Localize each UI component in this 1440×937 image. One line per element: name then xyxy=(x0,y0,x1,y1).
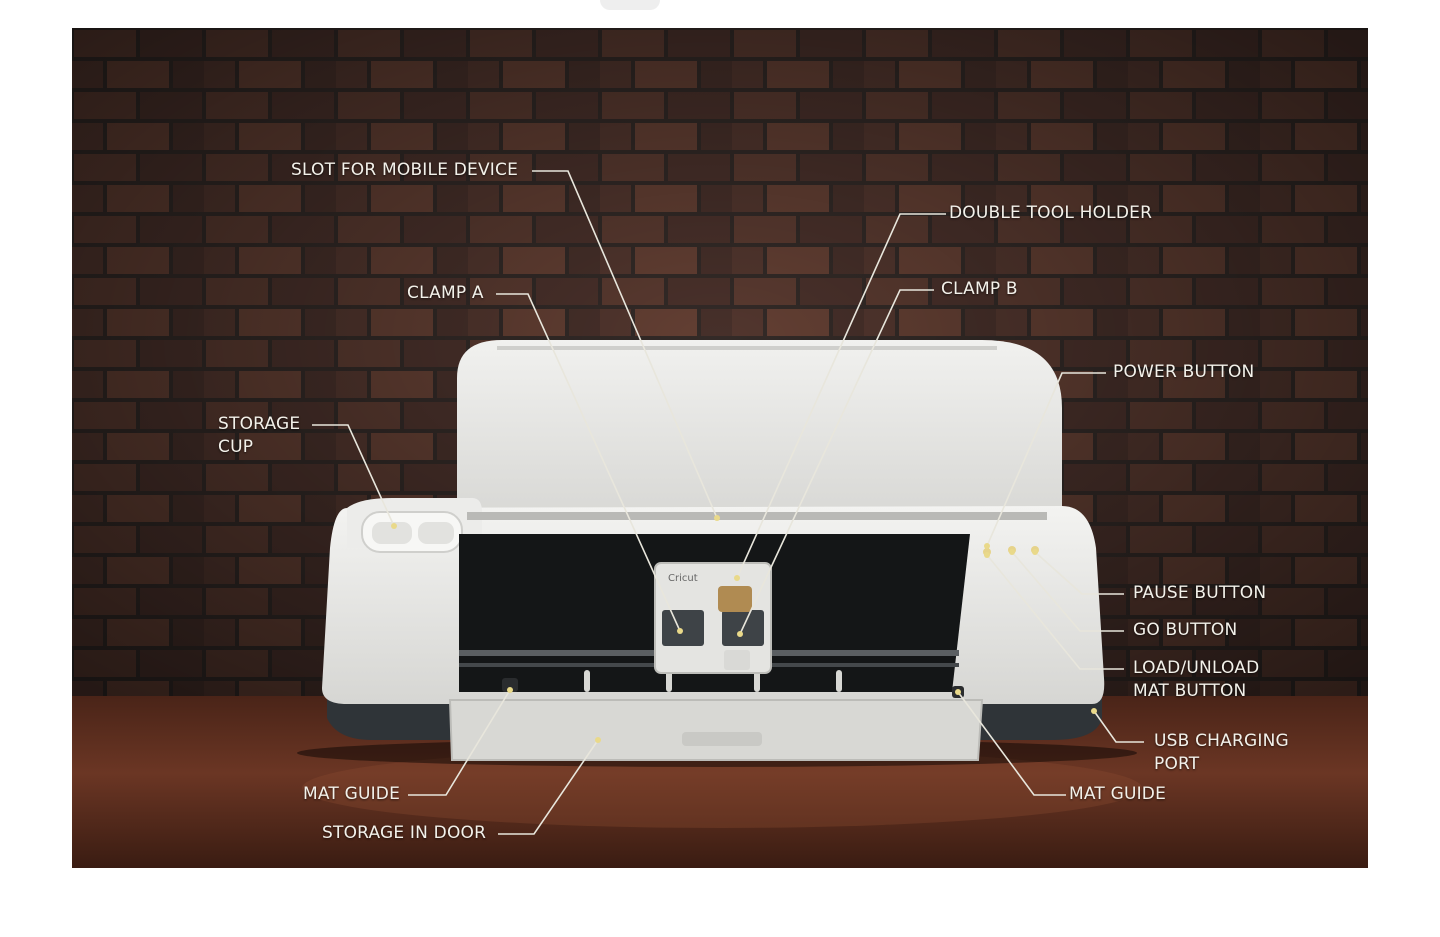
front-door xyxy=(448,699,984,761)
label-go-button: GO BUTTON xyxy=(1133,620,1238,640)
label-load-unload-mat-button: LOAD/UNLOAD MAT BUTTON xyxy=(1133,658,1260,701)
label-storage-in-door: STORAGE IN DOOR xyxy=(322,823,487,843)
label-clamp-a: CLAMP A xyxy=(407,283,484,303)
carriage-logo: Cricut xyxy=(668,573,698,584)
top-edge-decoration xyxy=(600,0,660,10)
callout-dots xyxy=(391,515,1097,743)
label-usb-charging-port: USB CHARGING PORT xyxy=(1154,731,1289,774)
label-clamp-b: CLAMP B xyxy=(941,279,1018,299)
label-mat-guide-right: MAT GUIDE xyxy=(1069,784,1167,804)
label-storage-cup: STORAGE CUP xyxy=(218,414,301,457)
left-mat-guide xyxy=(502,678,518,692)
mobile-device-slot xyxy=(467,512,1047,520)
label-slot-for-mobile-device: SLOT FOR MOBILE DEVICE xyxy=(291,160,519,180)
label-pause-button: PAUSE BUTTON xyxy=(1133,583,1267,603)
leader-lines xyxy=(312,170,1144,835)
product-photo: Cricut xyxy=(72,28,1368,868)
clamp-a xyxy=(662,610,704,646)
label-mat-guide-left: MAT GUIDE xyxy=(303,784,401,804)
label-power-button: POWER BUTTON xyxy=(1113,362,1255,382)
open-lid xyxy=(457,340,1062,510)
label-double-tool-holder: DOUBLE TOOL HOLDER xyxy=(949,203,1153,223)
cutting-machine-illustration: Cricut xyxy=(72,28,1368,868)
